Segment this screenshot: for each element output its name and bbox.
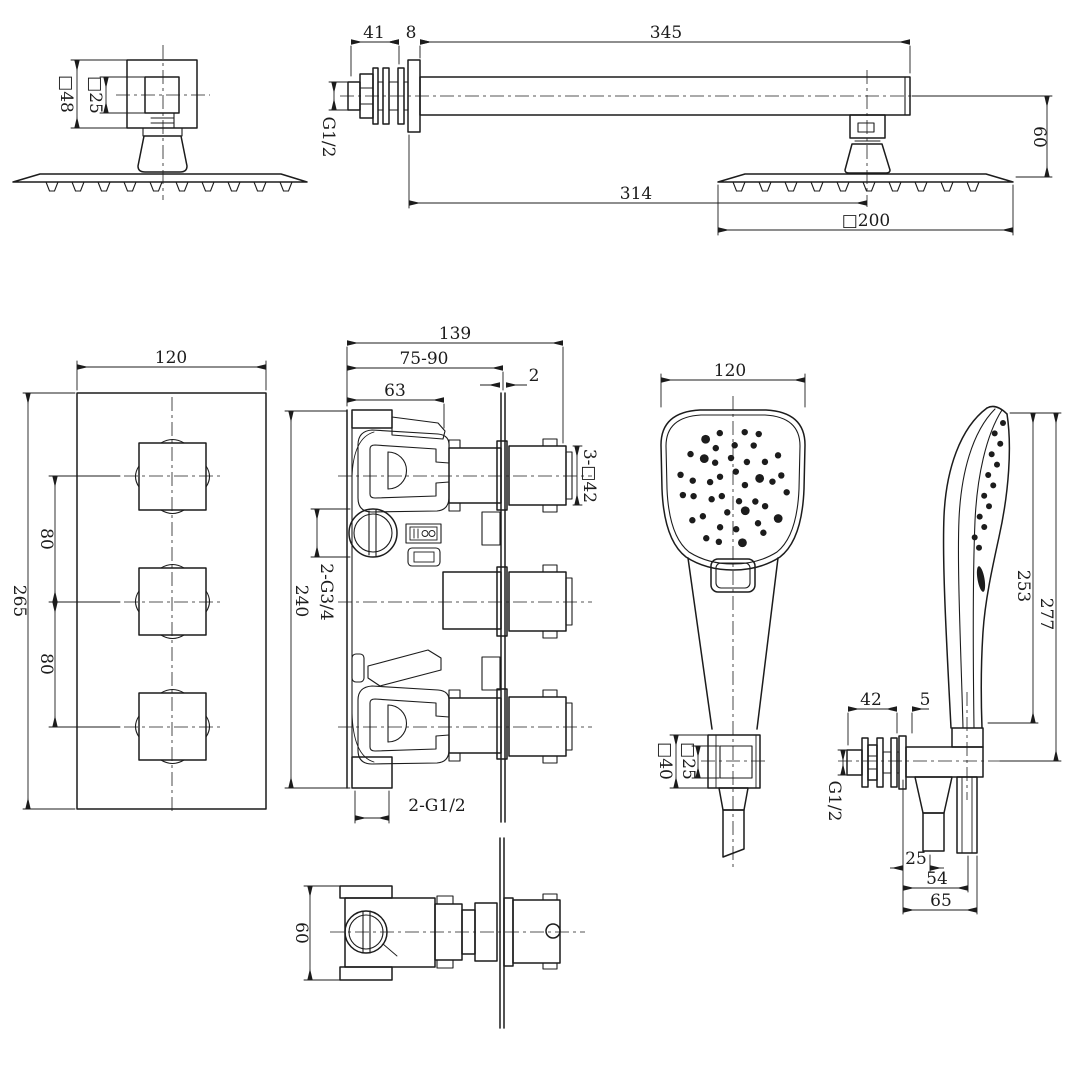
- view-valve-body-top: 60: [291, 837, 585, 1029]
- dim-flange-square: □48: [56, 75, 76, 113]
- view-valve-body-side: 139 75-90 2 63 3-□42 2-G3/4 240 2-G1/2: [284, 324, 599, 824]
- dim-wall-stub: 41: [363, 23, 385, 43]
- dim-plate-thickness: 2: [529, 366, 540, 386]
- spray-side-dots: [971, 420, 1006, 551]
- dim-neck-square: □25: [85, 76, 105, 114]
- dim-arm-length: 345: [650, 23, 682, 43]
- dim-gap: 5: [920, 690, 931, 710]
- view-hand-shower-side: 253 277 42 5 G1/2 25 54 65: [824, 405, 1062, 915]
- spray-nozzles: [45, 181, 293, 192]
- dim-head-width: □200: [842, 211, 891, 231]
- dim-body-depth: 63: [384, 381, 406, 401]
- dim-total-depth: 139: [439, 324, 471, 344]
- dim-holder-square: □40: [655, 742, 675, 780]
- handle-knob-side: [508, 564, 573, 639]
- handle-knob-side: [508, 689, 573, 764]
- dim-body-height: 240: [291, 585, 311, 617]
- view-hand-shower-front: 120 □40 □25: [655, 361, 806, 868]
- dim-inlets: 2-G3/4: [316, 563, 336, 621]
- view-arm-assembly-side: 41 8 345 G1/2 314 60 □200: [318, 23, 1053, 236]
- handle-square: [124, 438, 221, 515]
- dim-handset-length: 253: [1013, 570, 1033, 602]
- dim-handles: 3-□42: [579, 449, 599, 503]
- dim-head-offset: 314: [620, 184, 652, 204]
- dim-body-height: 60: [291, 922, 311, 944]
- dim-handle-pitch-upper: 80: [36, 528, 56, 550]
- dim-plate-width: 120: [155, 348, 187, 368]
- spray-nozzles: [732, 181, 980, 192]
- view-valve-trim-front: 120 265 80 80: [9, 348, 267, 812]
- dim-hose-offset: 25: [905, 849, 927, 869]
- handle-knob-side: [508, 438, 573, 513]
- dim-outlets: 2-G1/2: [408, 796, 466, 816]
- handle-square: [124, 563, 221, 640]
- dim-nut-square: □25: [678, 742, 698, 780]
- dim-head-width: 120: [714, 361, 746, 381]
- handle-square: [124, 688, 221, 765]
- dim-wall-stub: 42: [860, 690, 882, 710]
- dim-handle-pitch-lower: 80: [36, 653, 56, 675]
- spray-face-dots: [677, 428, 790, 548]
- dim-flange-thickness: 8: [406, 23, 417, 43]
- dim-plate-height: 265: [9, 585, 29, 617]
- view-ceiling-head-front: □48 □25: [12, 45, 308, 200]
- dim-overall-length: 277: [1036, 598, 1056, 630]
- dim-overall-offset: 65: [930, 891, 952, 911]
- dim-head-height: 60: [1029, 126, 1049, 148]
- dim-adjust-depth: 75-90: [399, 349, 448, 369]
- dim-handle-offset: 54: [926, 869, 948, 889]
- dim-supply-thread: G1/2: [824, 781, 844, 822]
- dim-inlet-thread: G1/2: [318, 117, 338, 158]
